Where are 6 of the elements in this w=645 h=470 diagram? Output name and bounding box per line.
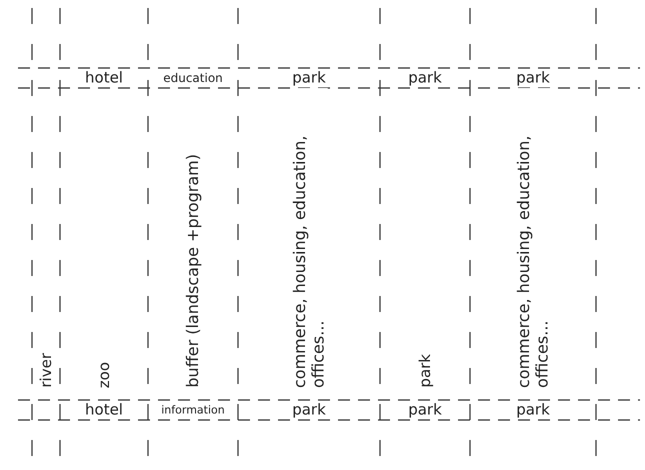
zone-label: commerce, housing, education, offices... <box>290 88 328 388</box>
zone-label: education <box>161 72 225 84</box>
zone-label: information <box>159 404 227 416</box>
zone-label: commerce, housing, education, offices... <box>514 88 552 388</box>
zone-label: park <box>416 354 434 388</box>
zone-label: buffer (landscape +program) <box>184 154 202 388</box>
